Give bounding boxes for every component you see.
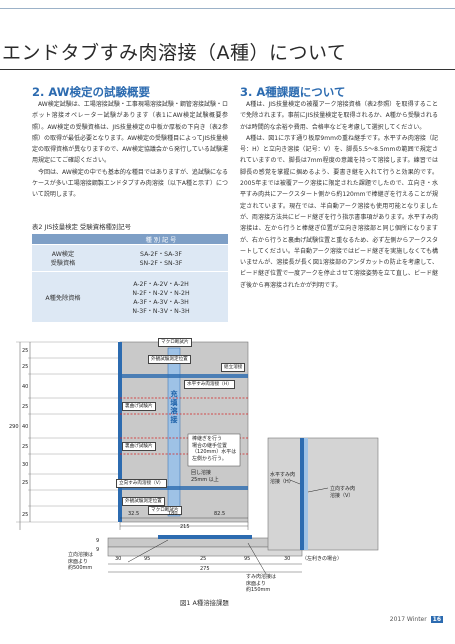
dim-bottom: 25 [200,556,207,562]
section3-heading: 3. A種課題について [240,85,346,99]
label-macro-top: マクロ断試片 [158,338,192,347]
dim-thick: 9 [96,547,100,553]
label-bend-back-1: 裏曲げ試験片 [122,402,156,411]
section2-heading: 2. AW検定の試験概要 [32,85,150,99]
table-code: A-2F・A-2V・A-2H [133,281,189,288]
table-label-line: A種免除資格 [45,294,81,302]
note-line: 左側から行う。 [192,455,227,462]
label-horizontal-weld: 水平すみ肉溶接（H） [184,380,235,389]
table-code: SN-2F・SN-3F [139,260,183,267]
dim-total-height: 290 [9,424,19,430]
table-header-row: 種 別 記 号 [32,234,228,245]
table-row-label: AW検定 受験資格 [32,244,94,272]
table-row: AW検定 受験資格 SA-2F・SA-3F SN-2F・SN-3F [32,244,228,272]
note-line: 床面より [68,558,88,565]
note-line: 床面より [246,580,266,587]
table-code: N-3F・N-3V・N-3H [132,308,190,315]
page-header: エンドタブすみ肉溶接（A種）について [0,0,455,82]
note-line: 場合の継手位置 [192,442,228,449]
label-side-caption: （左利きの場合） [302,556,343,562]
dim-left: 25 [22,512,29,518]
dim-bottom: 95 [144,556,151,562]
label-ext-measure-top: 外観試験測定位置 [148,355,191,364]
table-code: A-3F・A-3V・A-3H [133,299,189,306]
table-row: A種免除資格 A-2F・A-2V・A-2H N-2F・N-2V・N-2H A-3… [32,271,228,322]
footer-issue: 2017 Winter [389,616,427,623]
label-leftover: 回し溶接 25mm 以上 [191,470,219,483]
note-line: 約500mm [68,565,93,571]
label-right-note: すみ肉溶接は 床面より 約150mm [246,574,276,594]
label-macro-bottom: マクロ断試片 [148,506,182,515]
note-line: 立向溶接は [68,552,94,558]
weld-figure-drawing [16,341,379,575]
dim-left: 25 [22,364,29,370]
dim-left: 25 [22,444,29,450]
dim-left: 25 [22,480,29,486]
label-restart-note: 棒継ぎを行う 場合の継手位置 （120mm）水平は 左側から行う。 [192,436,236,462]
label-fillet-v: 立向すみ肉溶接（V） [116,479,167,488]
note-line: 水平すみ肉 [270,472,296,478]
section2-body: AW検定試験は、工場溶接試験・工事現場溶接試験・鋼管溶接試験・ロボット溶接オペレ… [32,99,228,201]
dim-left: 40 [22,384,29,390]
table-label-line: AW検定 [51,251,75,258]
dim-bottom-total: 275 [200,566,210,572]
dim-bottom: 95 [244,556,251,562]
dim-bottom: 30 [284,556,291,562]
table-header-codes: 種 別 記 号 [94,234,228,245]
note-line: 棒継ぎを行う [192,436,223,442]
qualification-table: 種 別 記 号 AW検定 受験資格 SA-2F・SA-3F SN-2F・SN-3… [32,234,228,322]
table-code: N-2F・N-2V・N-2H [132,290,190,297]
table2-caption: 表2 JIS技量検定 受験資格種別記号 [32,223,132,231]
dim-c: 82.5 [214,511,226,517]
label-vertical-text: 充填溶接 [170,390,178,424]
weld-figure: マクロ断試片 外観試験測定位置 組立溶接 水平すみ肉溶接（H） 裏曲げ試験片 裏… [8,338,455,600]
table-header-blank [32,234,94,245]
section3-body: A種は、JIS技量検定の被覆アーク溶接資格（表2参照）を取得することで免除されま… [240,99,438,291]
label-assembly: 組立溶接 [221,363,246,372]
dim-thick: 9 [96,538,100,544]
table-label-line: 受験資格 [50,260,76,267]
dim-left: 25 [22,404,29,410]
table-row-codes: A-2F・A-2V・A-2H N-2F・N-2V・N-2H A-3F・A-3V・… [94,271,228,322]
section3-paragraph: A種は、図1に示す通り板厚9mmの重ね継手です。水平すみ肉溶接（記号：H）と立向… [240,134,438,289]
dim-left: 40 [22,424,29,430]
table-code: SA-2F・SA-3F [140,251,182,258]
note-line: 溶接（V） [330,492,354,499]
note-line: 立向すみ肉 [330,486,356,492]
table-row-label: A種免除資格 [32,271,94,322]
dim-d: 215 [180,524,190,530]
label-ext-measure-bottom: 外観試験測定位置 [122,497,165,506]
header-rule [0,69,455,70]
label-side-h: 水平すみ肉 溶接（H） [270,472,295,485]
dim-b: 180 [168,511,178,517]
dim-a: 32.5 [128,511,140,517]
dim-left: 30 [22,462,29,468]
label-bend-back-2: 裏曲げ試験片 [122,442,156,451]
note-line: 溶接（H） [270,478,294,485]
note-line: （120mm）水平は [192,449,237,455]
note-line: すみ肉溶接は [246,574,277,580]
page-title: エンドタブすみ肉溶接（A種）について [2,42,347,64]
table-row-codes: SA-2F・SA-3F SN-2F・SN-3F [94,244,228,272]
dim-left: 25 [22,348,29,354]
section2-paragraph: 今回は、AW検定の中でも基本的な種目ではありますが、追試験になるケースが多い工場… [32,168,228,199]
note-line: 約150mm [246,587,271,593]
figure-caption: 図1 A種溶接課題 [180,599,229,607]
label-side-v: 立向すみ肉 溶接（V） [330,486,355,499]
section3-paragraph: A種は、JIS技量検定の被覆アーク溶接資格（表2参照）を取得することで免除されま… [240,101,438,131]
note-line: 回し溶接 [191,470,212,476]
label-left-note: 立向溶接は 床面より 約500mm [68,552,93,572]
header-top-line [0,8,455,9]
section2-paragraph: AW検定試験は、工場溶接試験・工事現場溶接試験・鋼管溶接試験・ロボット溶接オペレ… [32,101,228,165]
note-line: 25mm 以上 [191,476,219,483]
page-footer: 2017 Winter 16 [390,616,443,623]
dim-bottom: 30 [115,556,122,562]
page-number: 16 [430,616,443,623]
